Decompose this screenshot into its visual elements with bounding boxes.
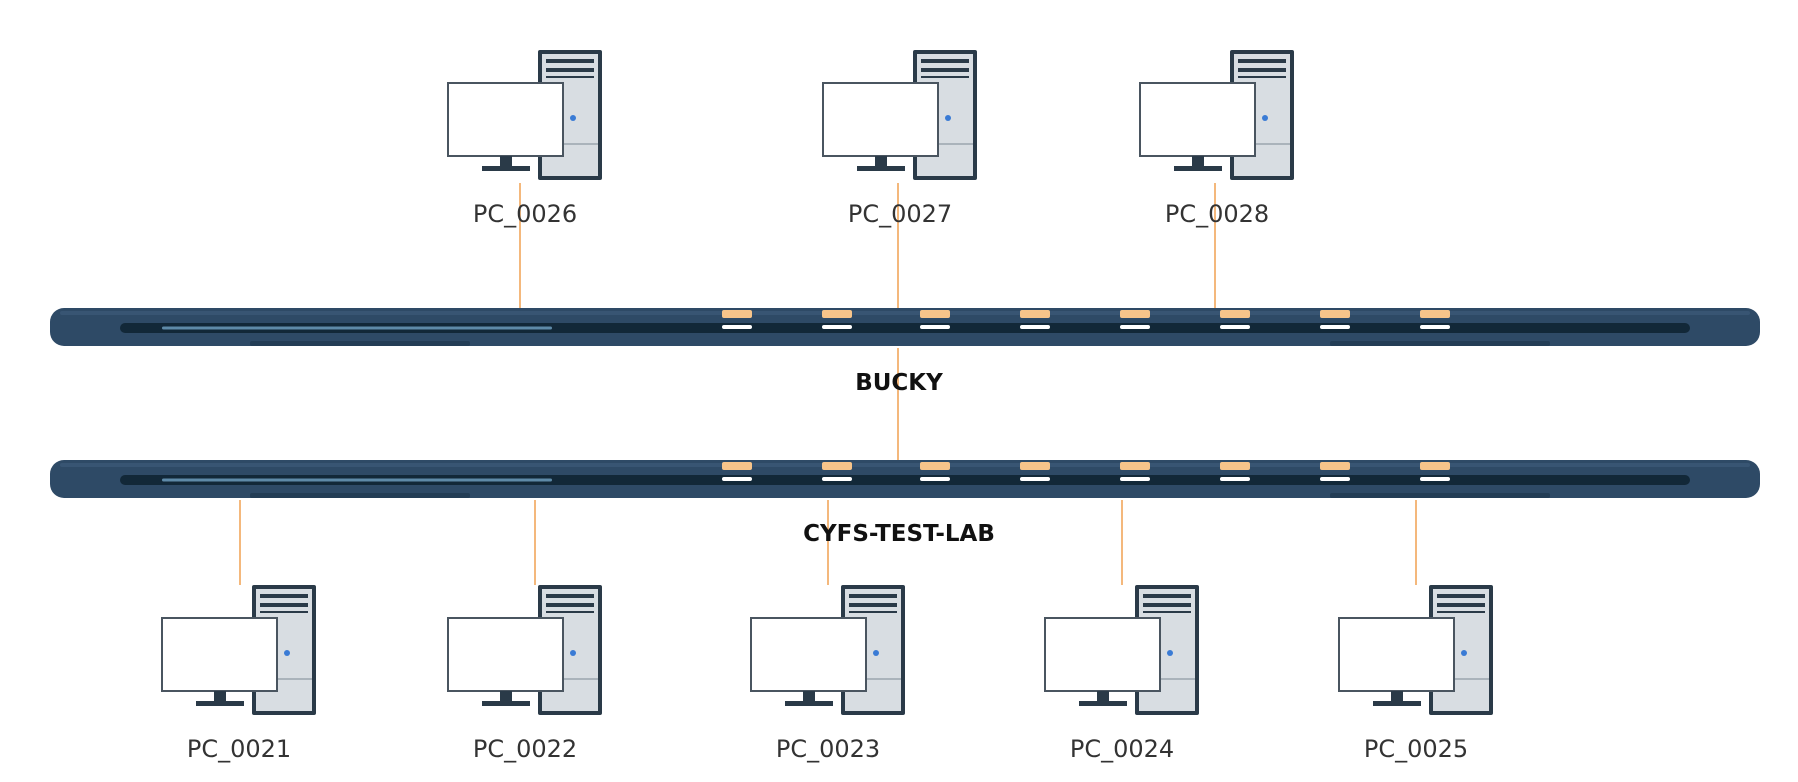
desktop-computer-icon: [447, 584, 603, 716]
switch-bucky: BUCKY: [50, 308, 1760, 396]
computer-pc-0025[interactable]: PC_0025: [1338, 584, 1494, 763]
computer-pc-0024[interactable]: PC_0024: [1044, 584, 1200, 763]
network-links: [239, 183, 1417, 585]
computer-pc-0028[interactable]: PC_0028: [1139, 49, 1295, 228]
desktop-computer-icon: [822, 49, 978, 181]
pc-label: PC_0028: [1165, 200, 1269, 228]
pc-label: PC_0023: [776, 735, 880, 763]
pc-label: PC_0024: [1070, 735, 1174, 763]
switch-label-bucky: BUCKY: [855, 370, 943, 396]
pc-label: PC_0021: [187, 735, 291, 763]
desktop-computer-icon: [1338, 584, 1494, 716]
pc-label: PC_0022: [473, 735, 577, 763]
desktop-computer-icon: [1139, 49, 1295, 181]
desktop-computer-icon: [447, 49, 603, 181]
pc-label: PC_0027: [848, 200, 952, 228]
pc-label: PC_0025: [1364, 735, 1468, 763]
desktop-computer-icon: [1044, 584, 1200, 716]
switch-cyfs-test-lab: CYFS-TEST-LAB: [50, 460, 1760, 547]
computer-pc-0022[interactable]: PC_0022: [447, 584, 603, 763]
computer-pc-0026[interactable]: PC_0026: [447, 49, 603, 228]
computer-pc-0021[interactable]: PC_0021: [161, 584, 317, 763]
desktop-computer-icon: [161, 584, 317, 716]
pc-label: PC_0026: [473, 200, 577, 228]
computer-pc-0027[interactable]: PC_0027: [822, 49, 978, 228]
computer-pc-0023[interactable]: PC_0023: [750, 584, 906, 763]
switch-label-cyfs-test-lab: CYFS-TEST-LAB: [803, 521, 995, 547]
desktop-computer-icon: [750, 584, 906, 716]
